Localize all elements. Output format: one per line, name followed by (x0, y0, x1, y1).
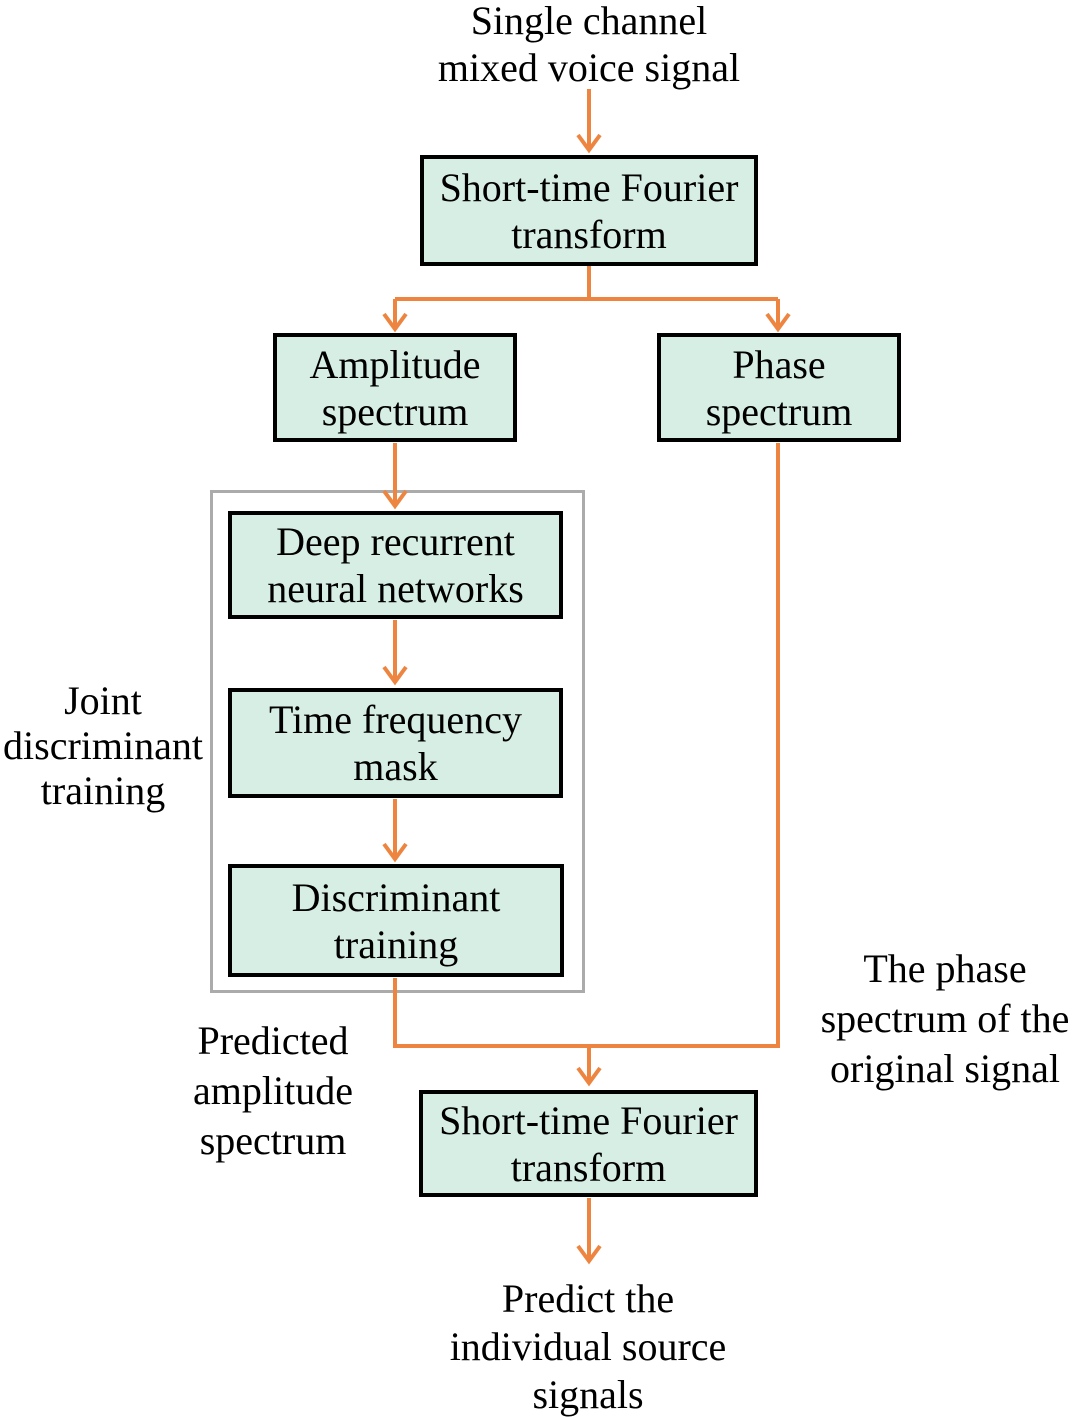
connector-stft-split (395, 266, 778, 301)
node-deep-recurrent-neural-networks: Deep recurrent neural networks (228, 511, 563, 619)
joint-discriminant-training-label: Joint discriminant training (3, 678, 203, 813)
node-phase-spectrum-label: Phase spectrum (705, 341, 853, 434)
node-stft-bottom-label: Short-time Fourier transform (439, 1097, 738, 1190)
node-time-frequency-mask: Time frequency mask (228, 688, 563, 798)
node-amplitude-spectrum: Amplitude spectrum (273, 333, 517, 442)
input-signal-label: Single channel mixed voice signal (437, 0, 741, 90)
node-discriminant-training-label: Discriminant training (291, 874, 501, 967)
predicted-amplitude-spectrum-label: Predicted amplitude spectrum (193, 1018, 353, 1163)
node-stft-top: Short-time Fourier transform (420, 155, 758, 266)
node-phase-spectrum: Phase spectrum (657, 333, 901, 442)
node-discriminant-training: Discriminant training (228, 864, 564, 977)
node-stft-bottom: Short-time Fourier transform (419, 1090, 758, 1197)
output-signal-label: Predict the individual source signals (449, 1276, 727, 1417)
node-stft-top-label: Short-time Fourier transform (439, 164, 739, 257)
phase-spectrum-original-label: The phase spectrum of the original signa… (820, 946, 1070, 1091)
node-amplitude-spectrum-label: Amplitude spectrum (309, 341, 481, 434)
node-tf-mask-label: Time frequency mask (269, 697, 522, 789)
node-drnn-label: Deep recurrent neural networks (267, 519, 524, 611)
